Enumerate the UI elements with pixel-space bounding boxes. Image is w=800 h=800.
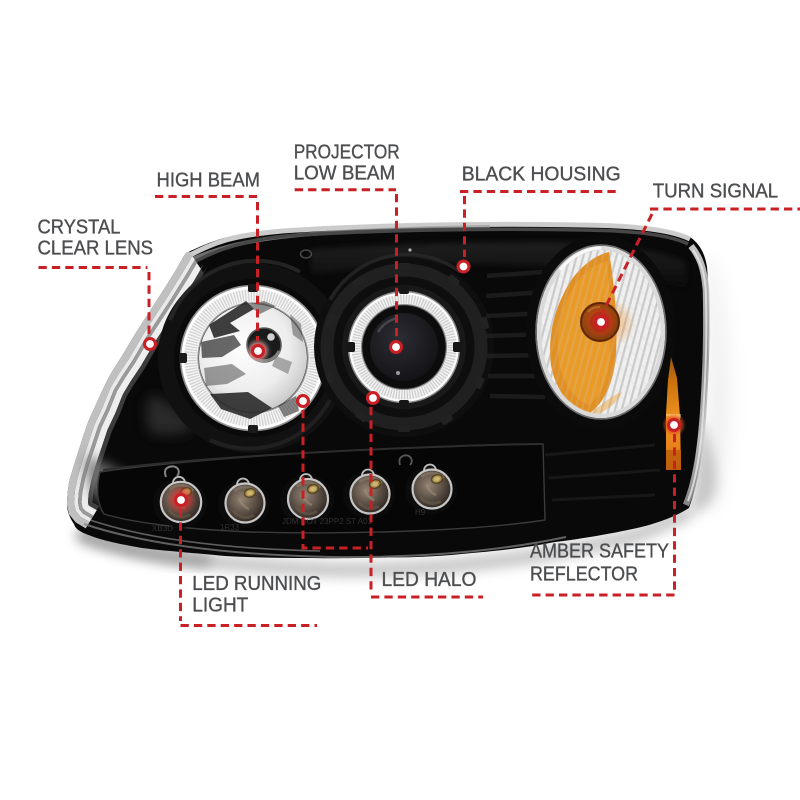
svg-text:PROJECTOR: PROJECTOR xyxy=(294,141,400,163)
svg-text:AMBER SAFETY: AMBER SAFETY xyxy=(530,541,669,563)
svg-text:LED HALO: LED HALO xyxy=(382,569,477,591)
svg-text:HIGH BEAM: HIGH BEAM xyxy=(157,169,261,191)
svg-text:LOW BEAM: LOW BEAM xyxy=(294,162,396,184)
svg-text:1R33: 1R33 xyxy=(220,523,240,532)
svg-text:CRYSTAL: CRYSTAL xyxy=(38,217,121,239)
svg-text:XB3D: XB3D xyxy=(152,524,173,533)
svg-text:LIGHT: LIGHT xyxy=(192,594,248,616)
svg-text:LED RUNNING: LED RUNNING xyxy=(192,573,321,595)
svg-text:H9: H9 xyxy=(415,508,426,517)
svg-text:JDM DOT 23PP2 ST A01: JDM DOT 23PP2 ST A01 xyxy=(282,517,373,526)
svg-text:CLEAR LENS: CLEAR LENS xyxy=(38,238,154,260)
svg-text:REFLECTOR: REFLECTOR xyxy=(530,564,638,586)
svg-text:BLACK HOUSING: BLACK HOUSING xyxy=(462,164,621,186)
svg-text:TURN SIGNAL: TURN SIGNAL xyxy=(653,181,779,203)
